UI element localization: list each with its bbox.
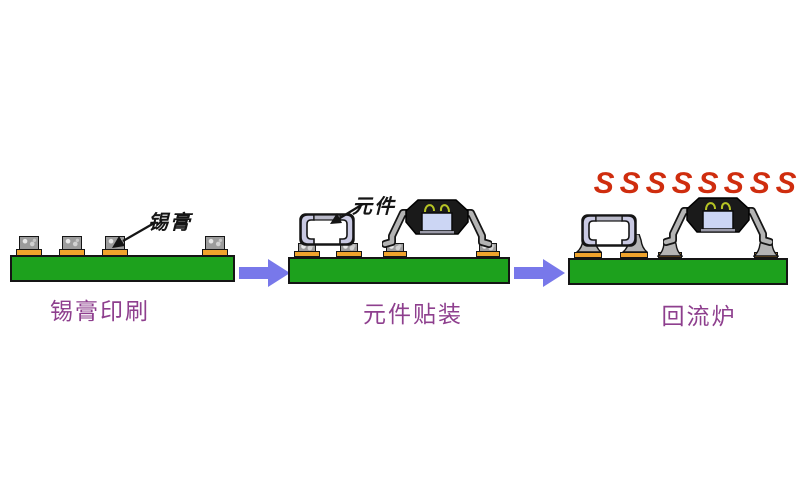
- heat-wave-icon: S: [644, 166, 668, 201]
- solder-paste-block: [19, 236, 39, 250]
- solder-pad: [202, 249, 228, 256]
- stage-label: 锡膏印刷: [50, 298, 150, 324]
- pcb-board: [568, 258, 788, 285]
- annotation-arrow-icon: [112, 221, 157, 248]
- stage-label: 元件贴装: [363, 301, 463, 327]
- stage-label: 回流炉: [661, 303, 737, 329]
- solder-fillet: [657, 238, 683, 257]
- solder-pad: [59, 249, 85, 256]
- solder-paste-block: [62, 236, 82, 250]
- solder-fillet: [753, 238, 779, 257]
- process-arrow-icon: [514, 259, 565, 287]
- sot-component: [382, 199, 492, 248]
- heat-wave-icon: S: [775, 166, 798, 201]
- pcb-board: [10, 255, 235, 282]
- heat-wave-icon: S: [696, 166, 720, 201]
- chip-component: [581, 214, 637, 247]
- heat-wave-icon: S: [749, 166, 772, 201]
- sot-component: [663, 197, 773, 246]
- annotation-arrow-icon: [330, 203, 364, 224]
- solder-paste-block: [205, 236, 225, 250]
- heat-wave-icon: S: [592, 166, 616, 201]
- annotation-component: 元件: [352, 196, 396, 218]
- pcb-board: [288, 257, 510, 284]
- heat-wave-icon: S: [618, 166, 642, 201]
- heat-wave-icon: S: [670, 166, 694, 201]
- annotation-solder-paste: 锡膏: [148, 212, 192, 234]
- heat-wave-icon: S: [722, 166, 746, 201]
- solder-pad: [16, 249, 42, 256]
- process-arrow-icon: [239, 259, 290, 287]
